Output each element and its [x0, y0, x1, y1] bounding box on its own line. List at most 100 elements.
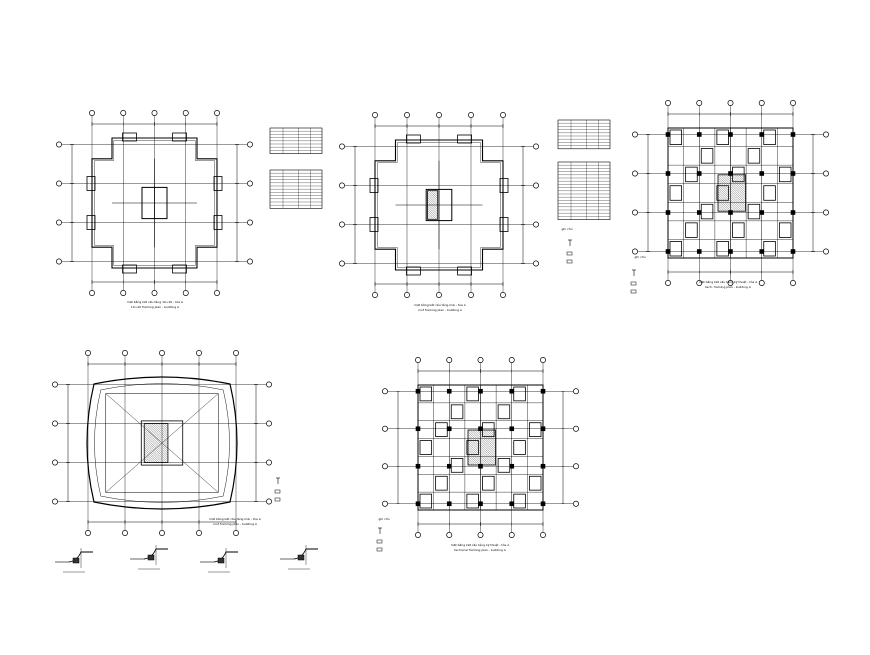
plans-layer — [52, 100, 829, 538]
hatch-line — [433, 190, 438, 195]
hatch-line — [717, 197, 732, 212]
hatched-core — [467, 429, 496, 466]
grid-bubble-bottom — [372, 292, 378, 298]
slab-panel — [513, 440, 526, 455]
balcony-bay — [405, 134, 421, 144]
grid-bubble-bottom — [415, 532, 421, 538]
column — [759, 210, 765, 215]
plan-1-subtitle: 10÷20 framing plan - building A — [131, 305, 180, 309]
hatch-line — [427, 212, 435, 220]
balcony-bay — [405, 266, 421, 276]
slab-panel — [732, 222, 745, 238]
hatch-line — [164, 423, 169, 427]
slab-panel — [669, 241, 683, 257]
section-beam — [72, 557, 80, 564]
hatch-line — [467, 445, 488, 466]
hatch-line — [467, 431, 496, 460]
grid-bubble-top — [120, 110, 127, 116]
dimension-bottom — [374, 282, 504, 286]
column — [540, 426, 546, 432]
column — [446, 463, 452, 469]
hatch-line — [467, 438, 495, 466]
hatch-line — [144, 440, 167, 463]
column — [759, 171, 765, 176]
grid-bubble-left — [339, 221, 345, 228]
balcony-bay — [213, 176, 223, 191]
column — [790, 171, 796, 176]
grid-bubble-right — [533, 143, 539, 150]
grid-bubble-top — [696, 100, 703, 106]
hatch-line — [153, 423, 169, 438]
hatch-line — [144, 435, 169, 460]
hatch-line — [427, 201, 438, 213]
column — [790, 210, 796, 215]
column — [696, 249, 702, 254]
grid-bubble-right — [266, 420, 272, 427]
slab-panel — [497, 404, 511, 420]
dimension-top — [667, 112, 794, 116]
hatch-line — [738, 174, 746, 182]
hatch-line — [723, 174, 746, 198]
slab-panel — [450, 404, 464, 420]
grid-bubble-right — [533, 221, 539, 228]
grid-bubble-top — [415, 357, 421, 363]
hatch-line — [467, 434, 496, 462]
hatch-line — [427, 208, 438, 219]
dimension-right — [235, 144, 239, 262]
grid-bubble-left — [339, 143, 345, 150]
hatch-line — [717, 202, 727, 212]
hatch-line — [427, 199, 438, 210]
column — [540, 463, 546, 469]
grid-bubble-right — [823, 248, 829, 255]
grid-bubble-left — [632, 248, 638, 255]
plan-1 — [56, 110, 253, 296]
hatch-line — [431, 190, 438, 197]
titles-layer: mặt bằng kết cấu tầng 10÷20 - tòa A 10÷2… — [127, 227, 758, 552]
plan-5-title: mặt bằng kết cấu tầng kỹ thuật - tòa A — [451, 542, 510, 547]
legend-box — [566, 259, 573, 264]
grid-bubble-left — [339, 182, 345, 189]
section-beam — [297, 554, 305, 561]
hatch-line — [492, 429, 496, 434]
hatch-line — [732, 174, 746, 189]
grid-bubble-right — [247, 180, 253, 187]
grid-bubble-top — [468, 112, 474, 118]
column — [665, 210, 671, 215]
hatch-line — [494, 429, 496, 432]
grid-bubble-bottom — [122, 530, 128, 536]
balcony-bay — [457, 266, 473, 276]
grid-bubble-top — [404, 112, 410, 118]
hatch-line — [467, 462, 471, 466]
grid-bubble-right — [266, 459, 272, 466]
grid-bubble-left — [382, 388, 388, 395]
roof-parapet — [94, 383, 230, 503]
dimension-top — [91, 122, 218, 126]
slab-panel — [513, 493, 526, 509]
legend-box — [376, 547, 383, 552]
grid-bubble-top — [372, 112, 378, 118]
column — [665, 132, 671, 137]
hatch-line — [144, 453, 154, 463]
grid-bubble-bottom — [508, 532, 515, 538]
table-frame — [557, 119, 611, 150]
grid-bubble-top — [477, 357, 484, 363]
hatch-line — [717, 180, 746, 209]
column — [509, 501, 515, 507]
legend-a — [566, 239, 573, 264]
column — [509, 426, 515, 432]
dimension-right — [521, 146, 525, 264]
hatch-line — [144, 449, 158, 463]
grid-bubble-top — [233, 350, 239, 356]
dimension-bottom — [667, 270, 794, 274]
hatch-line — [474, 429, 496, 451]
column — [759, 249, 765, 254]
grid-bubble-left — [52, 420, 58, 427]
legend-box — [376, 539, 383, 544]
hatch-line — [144, 438, 169, 463]
slab-panel — [669, 129, 683, 145]
plan-2-title: mặt bằng kết cấu tầng mái - tòa A — [414, 302, 467, 307]
hatch-line — [166, 423, 169, 425]
balcony-bay — [369, 217, 379, 232]
column — [509, 388, 515, 394]
dimension-left — [396, 391, 400, 504]
